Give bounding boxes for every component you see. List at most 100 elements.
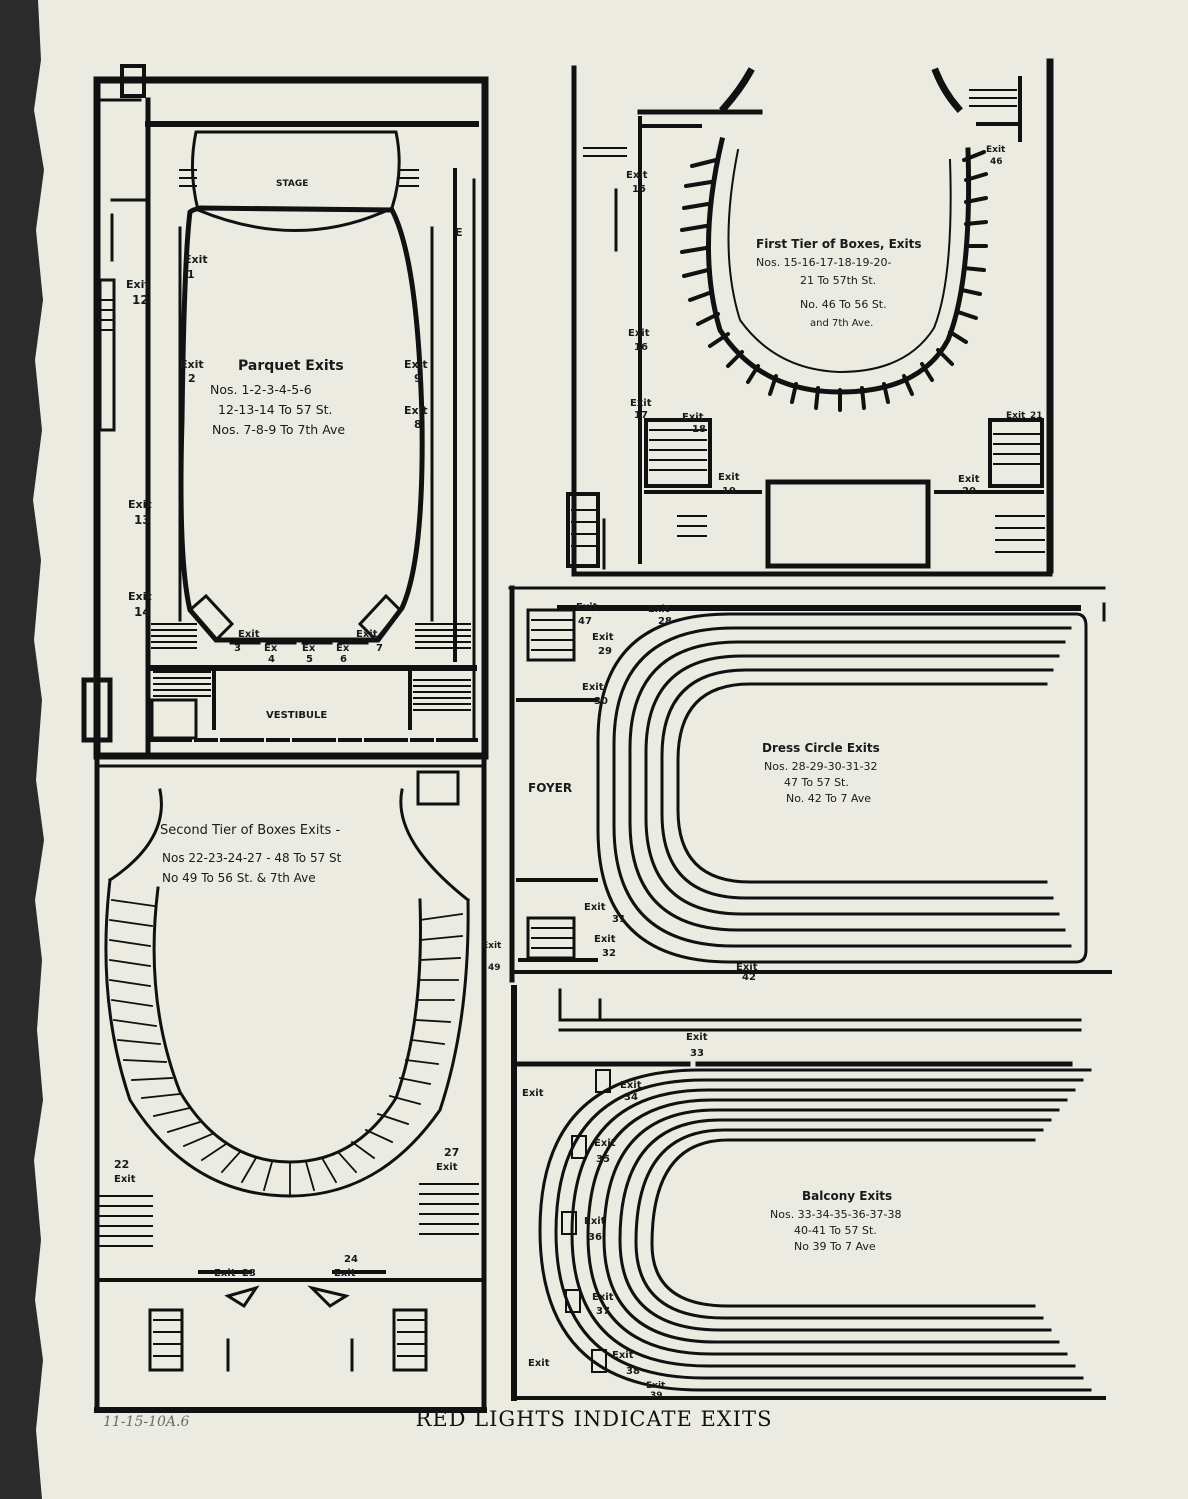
exit-28-label: Exit: [648, 604, 670, 615]
exit-4-number: 4: [268, 654, 275, 665]
page-caption: RED LIGHTS INDICATE EXITS: [415, 1407, 773, 1431]
exit-24-number: 24: [344, 1254, 358, 1265]
exit-2-label: Exit: [180, 358, 204, 371]
exit-27-number: 27: [444, 1146, 459, 1159]
exit-23-label: Exit: [214, 1268, 236, 1279]
second-tier-plan: [94, 757, 487, 1413]
balcony-title: Balcony Exits: [802, 1189, 892, 1203]
dress-circle-line3: No. 42 To 7 Ave: [786, 792, 871, 805]
exit-37-label: Exit: [592, 1292, 614, 1303]
exit-49-label: Exit: [482, 941, 502, 951]
torn-left-edge: [0, 0, 44, 1499]
vestibule-label: VESTIBULE: [266, 710, 327, 721]
exit-9-number: 9: [414, 372, 422, 385]
exit-31-label: Exit: [584, 902, 606, 913]
exit-19-label: Exit: [718, 472, 740, 483]
exit-42-label: Exit: [736, 962, 758, 973]
exit-47-label: Exit: [576, 602, 598, 613]
exit-38-number: 38: [626, 1366, 640, 1377]
exit-30-label: Exit: [582, 682, 604, 693]
exit-38-label: Exit: [612, 1350, 634, 1361]
exit-14-number: 14: [134, 605, 151, 619]
exit-7-label: Exit: [356, 629, 378, 640]
exit-9-label: Exit: [404, 358, 428, 371]
exit-22-label: Exit: [114, 1174, 136, 1185]
exit-13-label: Exit: [128, 498, 152, 511]
balcony-line3: No 39 To 7 Ave: [794, 1240, 876, 1253]
balcony-exit-left-bottom: Exit: [528, 1358, 550, 1369]
exit-5-label: Ex: [302, 643, 316, 654]
exit-33-number: 33: [690, 1048, 704, 1059]
dress-circle-title: Dress Circle Exits: [762, 741, 880, 755]
parquet-line2: 12-13-14 To 57 St.: [218, 402, 333, 417]
exit-46-label: Exit: [986, 145, 1006, 155]
exit-5-number: 5: [306, 654, 313, 665]
exit-46-number: 46: [990, 157, 1003, 167]
first-tier-line2: 21 To 57th St.: [800, 274, 876, 287]
exit-29-label: Exit: [592, 632, 614, 643]
first-tier-plan: [566, 58, 1054, 577]
exit-7-number: 7: [376, 643, 383, 654]
second-tier-line1: Nos 22-23-24-27 - 48 To 57 St: [162, 851, 342, 865]
exit-34-label: Exit: [620, 1080, 642, 1091]
parquet-title: Parquet Exits: [238, 358, 344, 374]
exit-3-number: 3: [234, 643, 241, 654]
parquet-line1: Nos. 1-2-3-4-5-6: [210, 382, 312, 397]
exit-35-label: Exit: [594, 1138, 616, 1149]
exit-29-number: 29: [598, 646, 612, 657]
first-tier-title: First Tier of Boxes, Exits: [756, 237, 922, 251]
exit-3-label: Exit: [238, 629, 260, 640]
exit-35-number: 35: [596, 1154, 610, 1165]
exit-32-number: 32: [602, 948, 616, 959]
exit-2-number: 2: [188, 372, 196, 385]
exit-16-label: Exit: [628, 328, 650, 339]
exit-8-label: Exit: [404, 404, 428, 417]
exit-18-number: 18: [692, 424, 706, 435]
exit-31-number: 31: [612, 914, 626, 925]
balcony-line2: 40-41 To 57 St.: [794, 1224, 877, 1237]
parquet-plan: [81, 64, 489, 760]
exit-30-number: 30: [594, 696, 608, 707]
exit-13-number: 13: [134, 513, 151, 527]
exit-23-number: 23: [242, 1268, 256, 1279]
dress-circle-plan: [508, 585, 1112, 983]
exit-36-label: Exit: [584, 1216, 606, 1227]
exit-15-label: Exit: [626, 170, 648, 181]
exit-32-label: Exit: [594, 934, 616, 945]
dress-circle-line1: Nos. 28-29-30-31-32: [764, 760, 878, 773]
balcony-exit-left-top: Exit: [522, 1088, 544, 1099]
exit-22-number: 22: [114, 1158, 129, 1171]
exit-15-number: 15: [632, 184, 646, 195]
exit-28-number: 28: [658, 616, 672, 627]
exit-4-label: Ex: [264, 643, 278, 654]
exit-20-label: Exit: [958, 474, 980, 485]
second-tier-title: Second Tier of Boxes Exits -: [160, 823, 340, 838]
exit-21-label: Exit: [1006, 411, 1026, 421]
exit-12-label: Exit: [126, 278, 150, 291]
first-tier-line1: Nos. 15-16-17-18-19-20-: [756, 256, 892, 269]
exit-36-number: 36: [588, 1232, 602, 1243]
exit-17-label: Exit: [630, 398, 652, 409]
first-tier-line3: No. 46 To 56 St.: [800, 298, 887, 311]
exit-47-number: 47: [578, 616, 592, 627]
dress-circle-line2: 47 To 57 St.: [784, 776, 849, 789]
exit-37-number: 37: [596, 1306, 610, 1317]
exit-20-number: 20: [962, 486, 976, 497]
exit-39-label: Exit: [646, 1381, 666, 1391]
stage-label: STAGE: [276, 179, 308, 189]
exit-49-number: 49: [488, 963, 501, 973]
exit-1-number: 1: [187, 268, 195, 281]
exit-17-number: 17: [634, 410, 648, 421]
exit-8-number: 8: [414, 418, 422, 431]
pencil-archive-note: 11-15-10A.6: [103, 1414, 190, 1430]
exit-33-label: Exit: [686, 1032, 708, 1043]
exit-12-number: 12: [132, 293, 149, 307]
exit-6-label: Ex: [336, 643, 350, 654]
balcony-line1: Nos. 33-34-35-36-37-38: [770, 1208, 902, 1221]
exit-18-label: Exit: [682, 412, 704, 423]
exit-16-number: 16: [634, 342, 648, 353]
exit-42-number: 42: [742, 972, 756, 983]
exit-24-label: Exit: [334, 1268, 356, 1279]
balcony-plan: [511, 985, 1106, 1401]
